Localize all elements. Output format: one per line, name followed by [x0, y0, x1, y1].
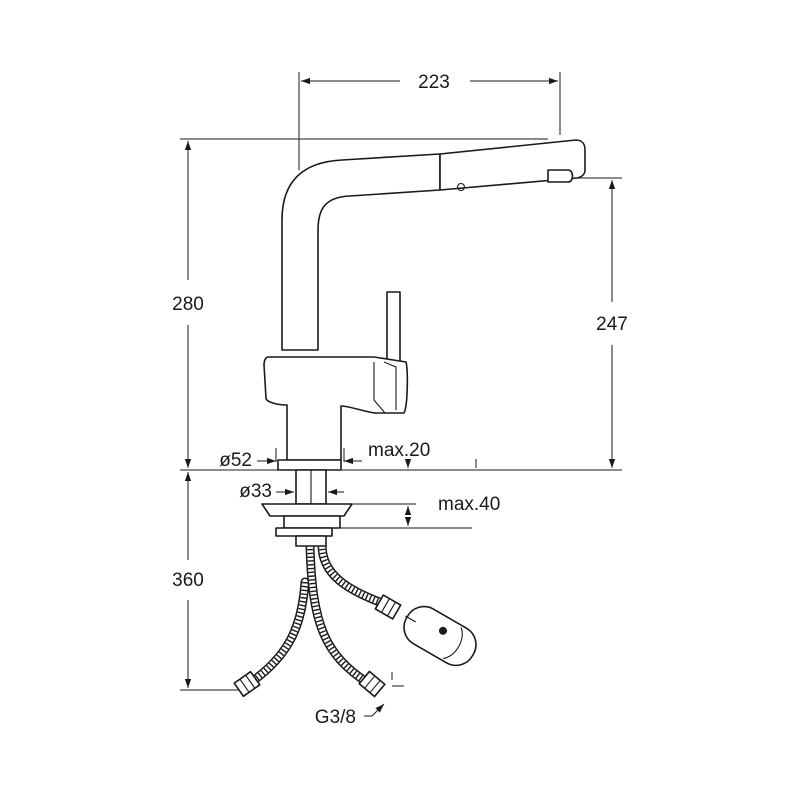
max-worktop-dimension: max.20 — [343, 440, 477, 468]
base-collar — [277, 459, 342, 471]
hose-weight — [403, 605, 477, 667]
max-sink-label: max.40 — [438, 494, 500, 515]
hose-length-dimension: 360 — [172, 472, 238, 691]
hose-length-label: 360 — [172, 570, 204, 591]
supply-hose-right — [305, 540, 373, 688]
mixer-body — [263, 356, 409, 461]
total-height-label: 280 — [172, 294, 204, 315]
lever-handle[interactable] — [386, 291, 401, 368]
reach-label: 223 — [418, 72, 450, 93]
base-diameter-dimension: ø52 — [219, 448, 277, 471]
lever-cartridge-line — [373, 362, 386, 414]
spout-height-label: 247 — [596, 314, 628, 335]
max-worktop-label: max.20 — [368, 440, 430, 461]
thread-leader — [364, 703, 385, 717]
tap-body — [263, 139, 586, 471]
max-sink-dimension: max.40 — [340, 494, 500, 529]
base-diameter-label: ø52 — [219, 450, 252, 471]
supply-fitting-right — [358, 670, 386, 698]
mounting-hardware — [261, 469, 353, 547]
hose-outlet — [295, 535, 327, 547]
shank-diameter-label: ø33 — [239, 481, 272, 502]
total-height-dimension: 280 — [172, 138, 548, 468]
spray-head-button — [456, 182, 466, 192]
fixing-nut — [283, 515, 341, 529]
lock-washer — [275, 527, 333, 537]
hoses — [245, 540, 387, 688]
spout — [281, 153, 441, 351]
lever-cartridge-face — [383, 361, 397, 410]
spray-hose — [317, 540, 387, 608]
fixing-plate — [261, 503, 353, 517]
spray-hose-coupling — [374, 594, 402, 620]
reach-dimension: 223 — [298, 72, 561, 170]
thread-dimension: G3/8 — [315, 672, 404, 728]
spray-outlet — [547, 169, 574, 183]
thread-label: G3/8 — [315, 707, 356, 728]
hose-fittings — [233, 594, 477, 698]
shank-diameter-dimension: ø33 — [239, 481, 344, 502]
spout-height-dimension: 247 — [566, 177, 628, 468]
supply-hose-left — [245, 577, 310, 688]
supply-fitting-left — [233, 670, 261, 698]
